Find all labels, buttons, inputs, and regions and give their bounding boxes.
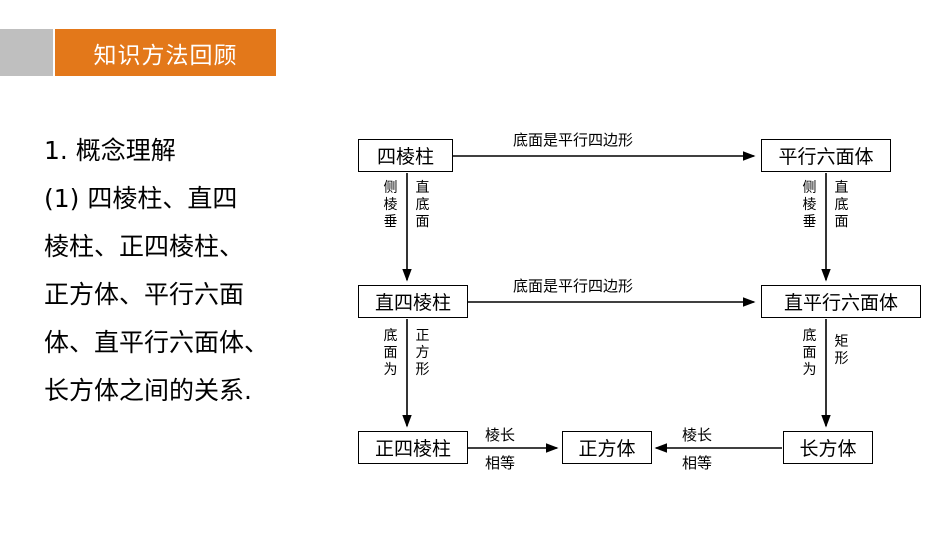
diagram-connectors bbox=[402, 151, 831, 453]
body-heading: 1. 概念理解 bbox=[44, 136, 176, 165]
vlabel-left-upper-b-text: 直底面 bbox=[415, 180, 430, 230]
concept-relationship-diagram: 四棱柱 平行六面体 直四棱柱 直平行六面体 正四棱柱 正方体 长方体 底面是平行… bbox=[350, 120, 930, 480]
header-banner bbox=[55, 29, 276, 76]
vlabel-left-lower-b: 正方形 bbox=[414, 328, 431, 379]
edge-label-bottom-left-equal-edges-line1: 棱长 bbox=[485, 426, 516, 444]
body-line-1: (1) 四棱柱、直四 bbox=[44, 175, 344, 223]
vlabel-left-lower-a: 底面为 bbox=[382, 328, 399, 379]
node-zhiSiLengZhu[interactable]: 直四棱柱 bbox=[358, 285, 468, 318]
page-title: 知识方法回顾 bbox=[93, 42, 238, 69]
edge-label-top-parallelogram-base: 底面是平行四边形 bbox=[513, 131, 634, 149]
node-zhiPingXingLiuMianTi[interactable]: 直平行六面体 bbox=[761, 285, 921, 318]
vlabel-right-lower-b-text: 矩形 bbox=[834, 334, 849, 367]
vlabel-left-upper-a-text: 侧棱垂 bbox=[383, 180, 398, 230]
node-zhengSiLengZhu[interactable]: 正四棱柱 bbox=[358, 431, 468, 464]
vlabel-right-lower-a-text: 底面为 bbox=[802, 328, 817, 378]
vlabel-right-upper-a-text: 侧棱垂 bbox=[802, 180, 817, 230]
vlabel-left-upper-b: 直底面 bbox=[414, 180, 431, 231]
node-siLengZhu[interactable]: 四棱柱 bbox=[358, 139, 453, 172]
edge-label-mid-parallelogram-base: 底面是平行四边形 bbox=[513, 277, 634, 295]
node-zhengFangTi[interactable]: 正方体 bbox=[562, 431, 652, 464]
node-changFangTi[interactable]: 长方体 bbox=[783, 431, 873, 464]
node-pingXingLiuMianTi[interactable]: 平行六面体 bbox=[761, 139, 891, 172]
header-tab-block bbox=[0, 29, 53, 76]
vlabel-right-lower-a: 底面为 bbox=[801, 328, 818, 379]
body-line-1-seg-a: (1) 四棱柱、直四 bbox=[44, 184, 238, 213]
vlabel-right-upper-b-text: 直底面 bbox=[834, 180, 849, 230]
edge-label-bottom-right-equal-edges-line1: 棱长 bbox=[682, 426, 713, 444]
vlabel-left-lower-a-text: 底面为 bbox=[383, 328, 398, 378]
edge-label-bottom-left-equal-edges-line2: 相等 bbox=[485, 454, 516, 472]
concept-text-block: 1. 概念理解 (1) 四棱柱、直四 棱柱、正四棱柱、 正方体、平行六面 体、直… bbox=[44, 127, 344, 415]
vlabel-right-upper-b: 直底面 bbox=[833, 180, 850, 231]
vlabel-left-lower-b-text: 正方形 bbox=[415, 328, 430, 378]
body-line-2: 棱柱、正四棱柱、 bbox=[44, 232, 245, 261]
vlabel-left-upper-a: 侧棱垂 bbox=[382, 180, 399, 231]
body-line-3: 正方体、平行六面 bbox=[44, 280, 245, 309]
body-line-5: 长方体之间的关系. bbox=[44, 376, 252, 405]
vlabel-right-lower-b: 矩形 bbox=[833, 334, 850, 368]
body-line-4: 体、直平行六面体、 bbox=[44, 328, 270, 357]
edge-label-bottom-right-equal-edges-line2: 相等 bbox=[682, 454, 713, 472]
vlabel-right-upper-a: 侧棱垂 bbox=[801, 180, 818, 231]
